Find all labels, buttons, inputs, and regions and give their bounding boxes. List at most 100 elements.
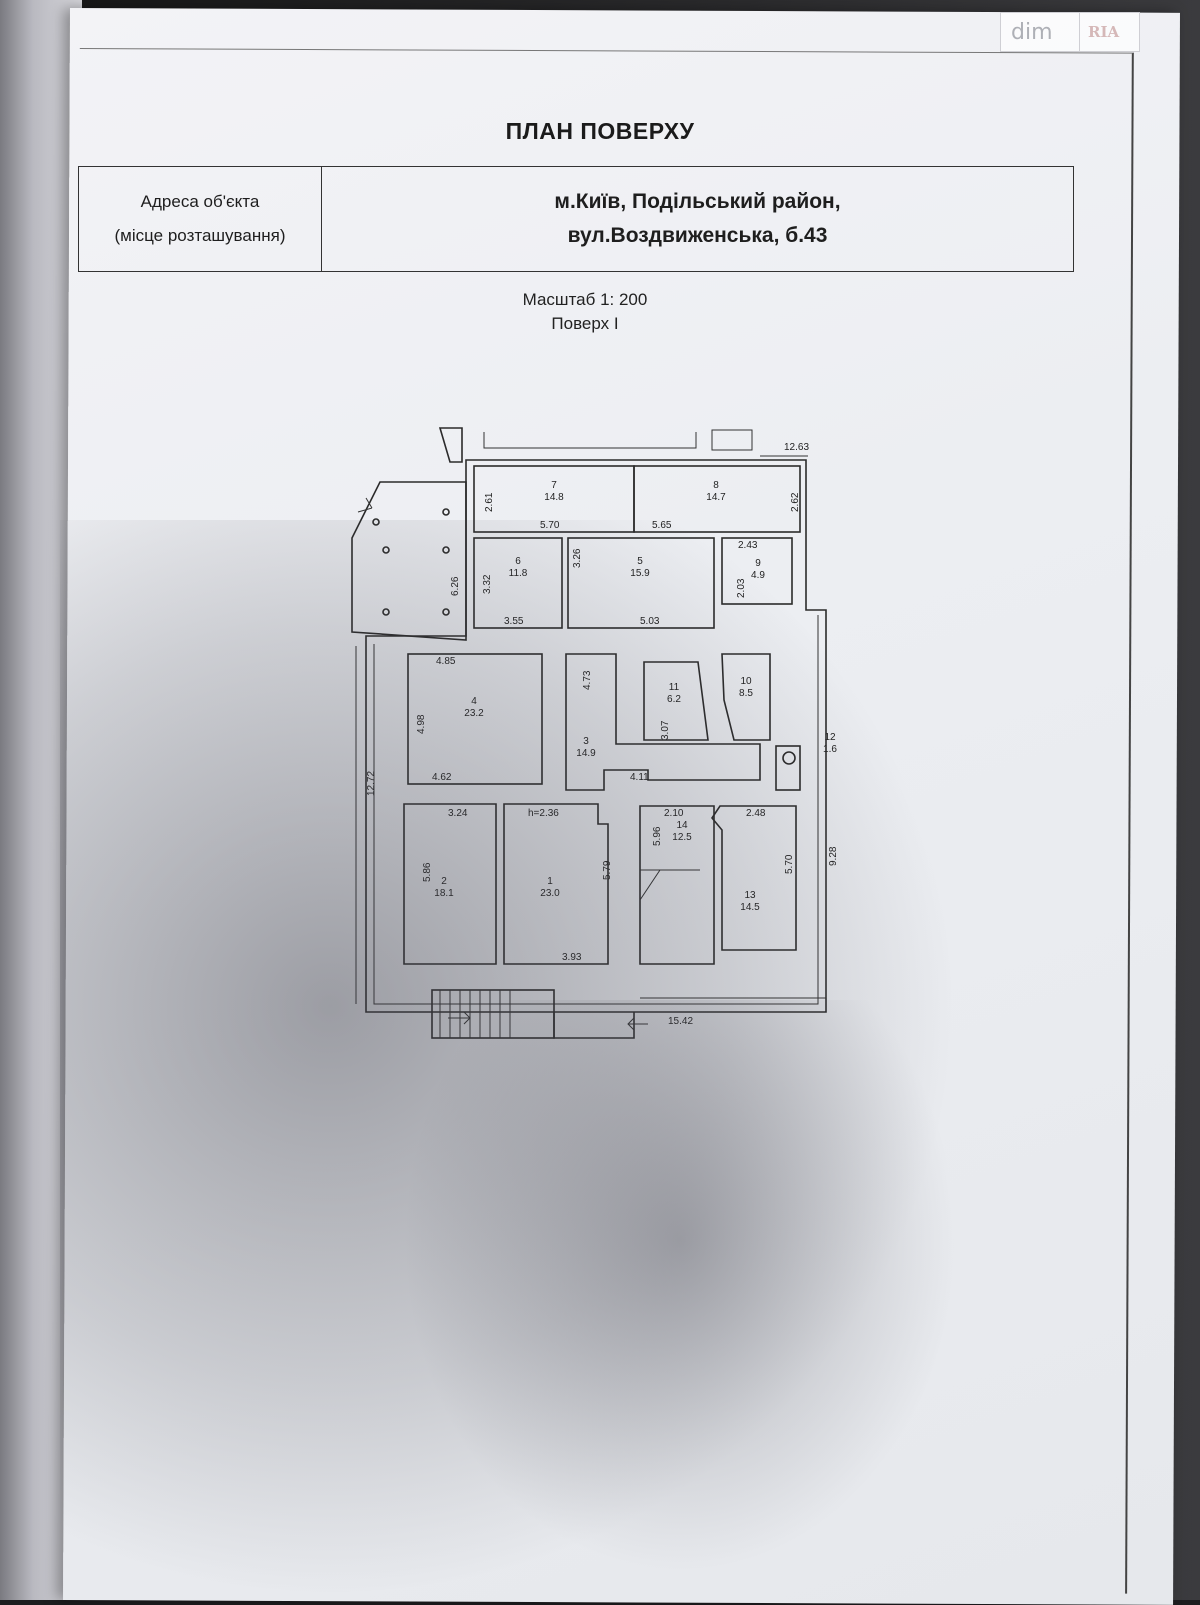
room-2 [403,803,497,965]
dim-label: 3.24 [448,808,468,819]
room-12 [775,745,801,791]
room-number: 7 [551,480,557,491]
dim-label: 4.98 [416,714,427,734]
room-label-11: 116.2 [667,682,681,705]
entry-arrow-icon [627,1017,648,1031]
room-9 [721,537,793,605]
room-number: 3 [583,736,589,747]
stair-steps [439,990,511,1038]
address-value-cell: м.Київ, Подільський район, вул.Воздвижен… [322,167,1073,271]
room-5 [567,537,715,629]
room-label-2: 218.1 [434,876,454,899]
dim-label: 2.61 [484,492,495,512]
dim-label: 4.11 [630,772,649,783]
address-street: вул.Воздвиженська, б.43 [567,224,828,247]
watermark-dim: dim [1011,19,1053,45]
room-area: 11.8 [509,568,528,579]
dim-label: 3.32 [482,574,493,594]
room-11 [643,661,709,741]
porch-post [382,608,390,616]
room-number: 4 [471,696,477,707]
dim-label: 2.62 [790,492,801,512]
room-label-10: 108.5 [739,676,753,699]
entry-arrow-icon [357,497,373,513]
page-title: ПЛАН ПОВЕРХУ [505,118,695,144]
dim-label: 3.07 [660,720,671,740]
dim-label: 5.86 [422,862,433,882]
dim-label: 4.73 [582,670,593,690]
entry-arrow-icon [448,1011,471,1025]
room-area: 8.5 [739,688,753,699]
dim-label: 5.70 [784,854,795,874]
room-1 [503,803,609,965]
porch-post [442,508,450,516]
dim-label: 5.03 [640,616,660,627]
dim-label: 2.48 [746,808,766,819]
dim-label: h=2.36 [528,808,559,819]
address-label-sub: (місце розташування) [114,226,286,245]
room-number: 6 [515,556,521,567]
room-area: 14.5 [740,902,760,913]
room-area: 12.5 [672,832,692,843]
porch-post [382,546,390,554]
dim-label: 4.85 [436,656,456,667]
stair-14 [639,869,700,901]
room-number: 12 [824,732,836,743]
dim-label: 2.10 [664,808,684,819]
dim-label: 3.26 [572,548,583,568]
floor-text: Поверх I [551,314,619,333]
dim-label: 4.62 [432,772,452,783]
room-label-4: 423.2 [464,696,484,719]
room-label-1: 123.0 [540,876,560,899]
top-stair [438,427,463,463]
room-number: 9 [755,558,761,569]
room-number: 10 [740,676,752,687]
room-10 [721,653,771,741]
room-label-7: 714.8 [544,480,564,503]
watermark-ria: RIA [1079,13,1119,51]
room-label-5: 515.9 [630,556,650,579]
room-label-12: 121.6 [823,732,837,755]
room-6 [473,537,563,629]
room-area: 14.7 [706,492,726,503]
dim-label: 12.63 [784,442,809,453]
room-14 [639,805,715,965]
scale-block: Масштаб 1: 200 Поверх I [480,288,690,336]
address-table: Адреса об'єкта (місце розташування) м.Ки… [78,166,1074,272]
dim-label: 5.65 [652,520,672,531]
room-area: 14.8 [544,492,564,503]
room-number: 14 [676,820,688,831]
dim-label: 5.79 [602,860,613,880]
room-number: 8 [713,480,719,491]
entrance-porch [351,481,467,641]
top-balcony [483,429,753,451]
room-number: 1 [547,876,553,887]
dim-label: 9.28 [828,846,839,866]
room-area: 14.9 [576,748,596,759]
porch-post [442,608,450,616]
dim-label: 12.72 [366,771,377,796]
room-area: 23.2 [464,708,484,719]
dim-label: 2.03 [736,578,747,598]
room-number: 2 [441,876,447,887]
room-area: 15.9 [630,568,650,579]
porch-post [442,546,450,554]
watermark-logo: dim RIA [1000,12,1140,52]
room-number: 5 [637,556,643,567]
front-landing [553,1012,635,1039]
address-label-cell: Адреса об'єкта (місце розташування) [79,167,322,271]
room-number: 13 [744,890,756,901]
room-13 [711,805,797,951]
dim-label: 15.42 [668,1016,693,1027]
dim-label: 6.26 [450,576,461,596]
room-label-8: 814.7 [706,480,726,503]
room-number: 11 [669,682,680,693]
toilet-icon [782,751,796,765]
address-city: м.Київ, Подільський район, [554,190,841,213]
room-3 [565,653,761,791]
room-area: 6.2 [667,694,681,705]
dim-label: 5.96 [652,826,663,846]
